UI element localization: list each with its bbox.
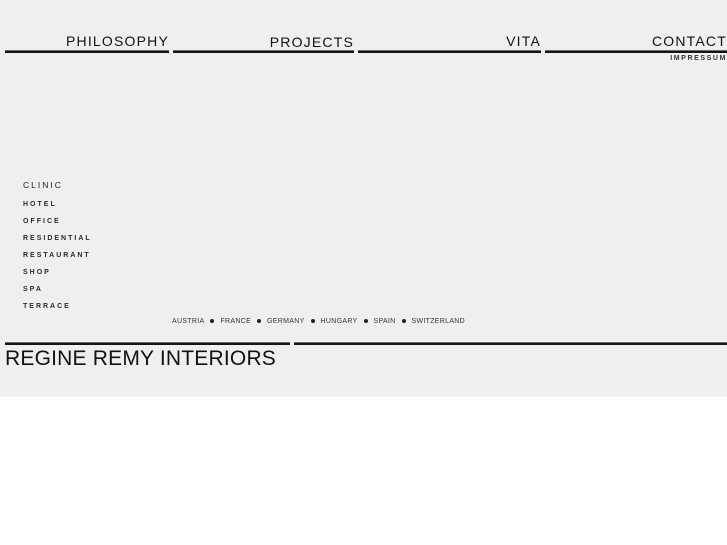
nav-underline — [358, 50, 541, 53]
category-clinic[interactable]: CLINIC — [23, 180, 63, 190]
nav-underline — [545, 50, 727, 53]
impressum-link[interactable]: IMPRESSUM — [670, 55, 727, 62]
nav-item-vita[interactable]: VITA — [358, 0, 541, 53]
nav-underline — [5, 50, 169, 53]
dot-separator-icon — [363, 318, 368, 323]
project-category-list: CLINIC HOTEL OFFICE RESIDENTIAL RESTAURA… — [23, 178, 92, 315]
site-header-area: PHILOSOPHY PROJECTS VITA CONTACT IMPRESS… — [0, 0, 727, 397]
dot-separator-icon — [210, 318, 215, 323]
brand-logo[interactable]: REGINE REMY INTERIORS — [5, 347, 277, 370]
nav-item-contact[interactable]: CONTACT — [545, 0, 727, 65]
dot-separator-icon — [310, 318, 315, 323]
nav-label: VITA — [506, 33, 541, 49]
country-filter: AUSTRIA FRANCE GERMANY HUNGARY SPAIN SWI… — [172, 318, 465, 325]
category-hotel[interactable]: HOTEL — [23, 201, 57, 208]
brand-underline-right — [294, 342, 727, 345]
nav-underline — [173, 50, 354, 53]
category-restaurant[interactable]: RESTAURANT — [23, 252, 91, 259]
country-austria[interactable]: AUSTRIA — [172, 318, 205, 325]
nav-item-philosophy[interactable]: PHILOSOPHY — [5, 0, 169, 53]
nav-item-projects[interactable]: PROJECTS — [173, 0, 354, 53]
brand-underline-left — [5, 342, 290, 345]
category-office[interactable]: OFFICE — [23, 218, 61, 225]
category-shop[interactable]: SHOP — [23, 269, 51, 276]
country-switzerland[interactable]: SWITZERLAND — [411, 318, 466, 325]
category-spa[interactable]: SPA — [23, 286, 43, 293]
dot-separator-icon — [257, 318, 262, 323]
nav-label: CONTACT — [651, 33, 727, 49]
category-terrace[interactable]: TERRACE — [23, 303, 71, 310]
dot-separator-icon — [401, 318, 406, 323]
nav-label: PHILOSOPHY — [65, 33, 169, 49]
category-residential[interactable]: RESIDENTIAL — [23, 235, 92, 242]
nav-label: PROJECTS — [269, 34, 354, 50]
country-spain[interactable]: SPAIN — [373, 318, 396, 325]
country-france[interactable]: FRANCE — [220, 318, 252, 325]
country-hungary[interactable]: HUNGARY — [320, 318, 358, 325]
country-germany[interactable]: GERMANY — [267, 318, 305, 325]
